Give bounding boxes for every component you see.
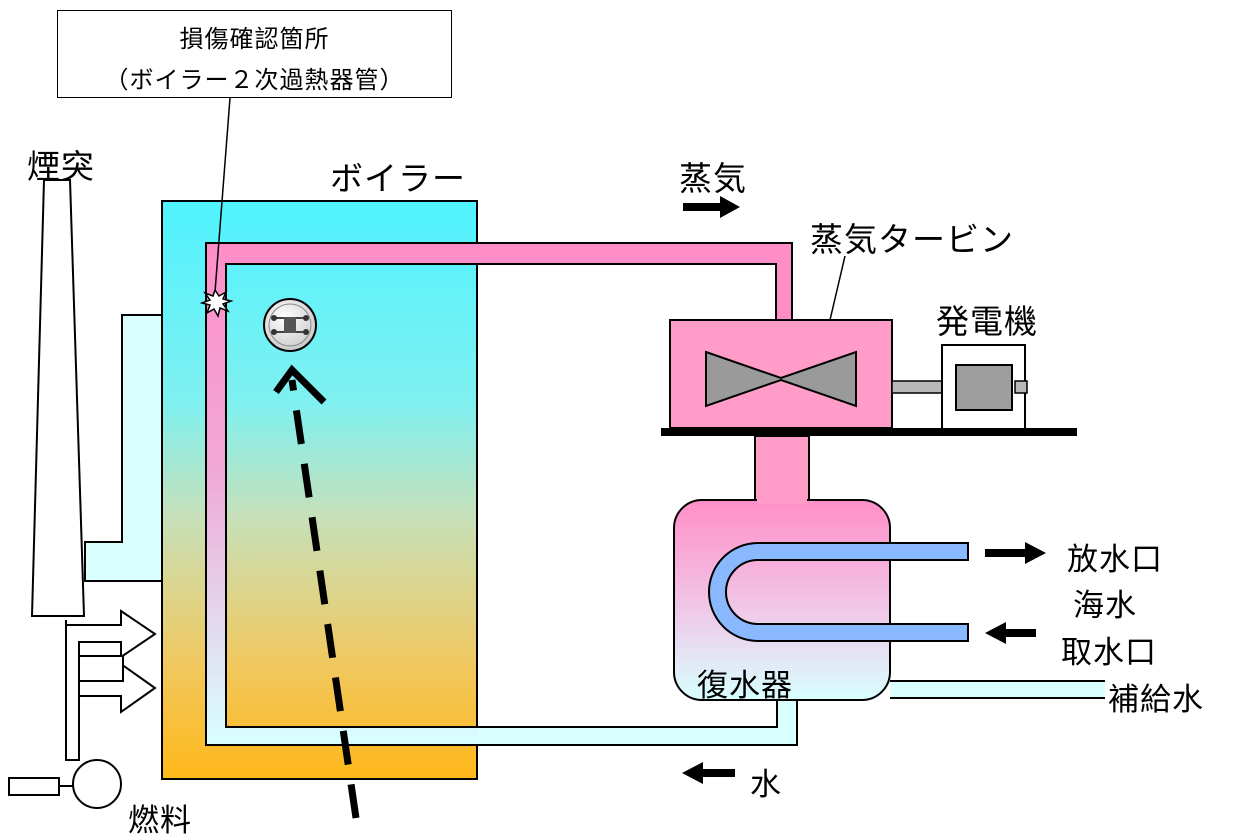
fuel-burner [78,655,124,682]
outlet-arrow-icon [985,542,1046,564]
water-arrow-icon [682,762,735,784]
drone-flight-path [288,379,360,819]
drone-icon [263,298,317,352]
label-generator: 発電機 [936,302,1038,341]
flue-duct [84,314,163,582]
turbine-leader [829,255,846,321]
damage-burst-icon [199,288,234,318]
turbine-base [661,428,1077,436]
label-fuel: 燃料 [128,803,192,839]
callout-leader [214,97,231,293]
seawater-tube [708,542,969,642]
fuel-tank [8,777,60,796]
label-boiler: ボイラー [330,159,466,198]
label-seawater: 海水 [1073,588,1137,624]
exhaust-duct [754,435,810,503]
chimney [30,179,86,617]
label-chimney: 煙突 [27,147,95,186]
turbine-symbol [705,350,857,408]
label-steam: 蒸気 [679,159,747,198]
makeup-water-pipe [890,681,1105,698]
label-intake: 取水口 [1061,635,1157,671]
flow-arrow-icon [273,364,327,405]
intake-arrow-icon [985,622,1036,644]
callout-line2: （ボイラー２次過熱器管） [104,66,405,94]
steam-arrow-icon [683,196,740,218]
label-makeup-water: 補給水 [1108,682,1204,718]
damage-callout: 損傷確認箇所 （ボイラー２次過熱器管） [57,10,452,98]
label-steam-turbine: 蒸気タービン [810,220,1014,259]
steam-turbine [669,319,893,429]
label-condenser: 復水器 [697,668,793,704]
label-water: 水 [750,767,782,803]
generator-core [955,364,1013,411]
callout-line1: 損傷確認箇所 [179,25,330,53]
label-outlet: 放水口 [1067,542,1163,578]
fuel-pump [72,759,122,809]
